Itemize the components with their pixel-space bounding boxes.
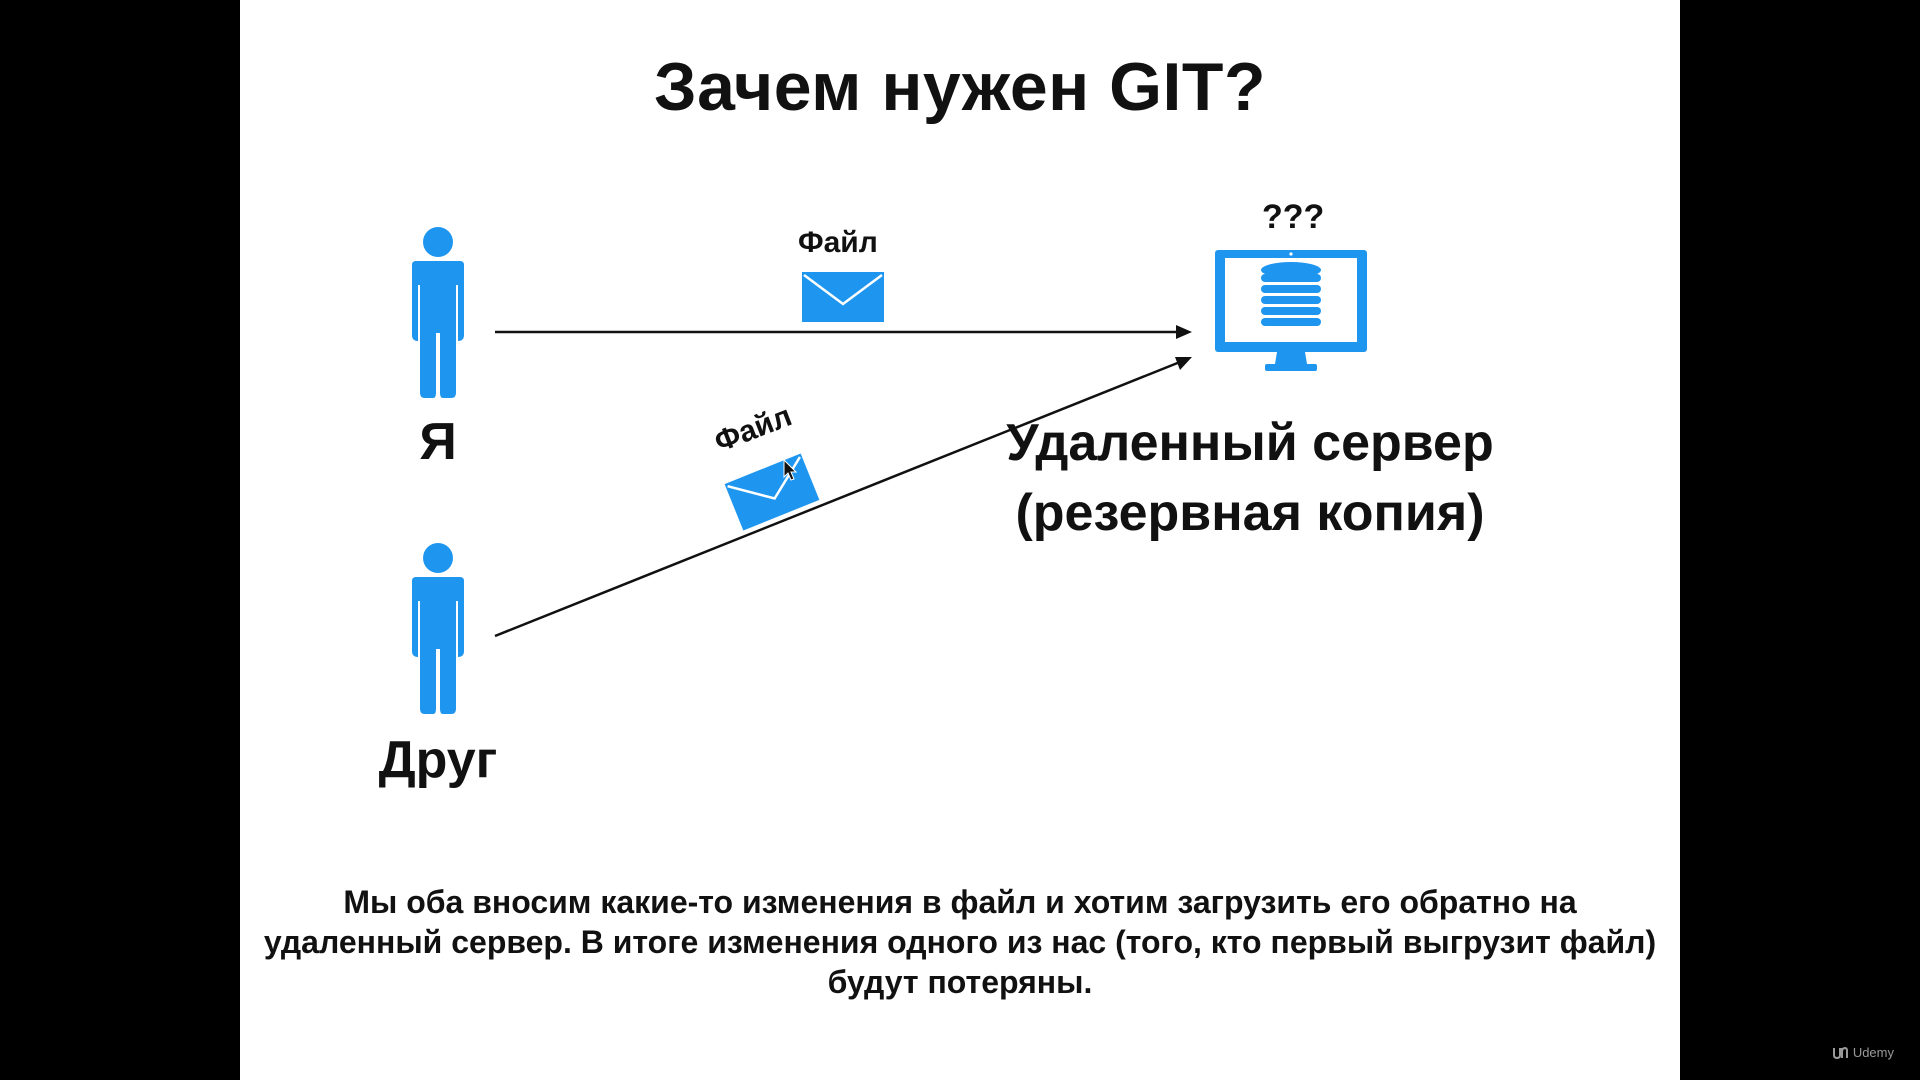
person-me-icon bbox=[412, 227, 464, 398]
person-friend-icon bbox=[412, 543, 464, 714]
arrow-friend-to-server bbox=[494, 357, 1192, 638]
arrows-layer bbox=[494, 325, 1192, 638]
server-label-line2: (резервная копия) bbox=[1015, 484, 1485, 542]
slide: Зачем нужен GIT? Я Друг Файл bbox=[240, 0, 1680, 1080]
database-icon bbox=[1261, 262, 1321, 326]
cursor-icon bbox=[783, 458, 798, 481]
udemy-logo-icon bbox=[1832, 1046, 1848, 1060]
arrow-me-to-server bbox=[495, 325, 1192, 339]
person-me-label: Я bbox=[419, 413, 457, 471]
envelope-top-icon bbox=[802, 272, 884, 322]
udemy-watermark: Udemy bbox=[1831, 1044, 1894, 1060]
server-label-line1: Удаленный сервер bbox=[1006, 414, 1494, 472]
server-unknown-marks: ??? bbox=[1262, 198, 1325, 236]
envelope-diagonal-icon bbox=[724, 453, 820, 531]
person-friend-label: Друг bbox=[378, 731, 498, 789]
slide-caption: Мы оба вносим какие-то изменения в файл … bbox=[263, 884, 1657, 1000]
monitor-icon bbox=[1215, 250, 1367, 371]
file-label-top: Файл bbox=[798, 226, 878, 259]
slide-title: Зачем нужен GIT? bbox=[654, 49, 1266, 125]
udemy-watermark-text: Udemy bbox=[1852, 1044, 1894, 1060]
server-label: Удаленный сервер (резервная копия) bbox=[980, 408, 1520, 548]
